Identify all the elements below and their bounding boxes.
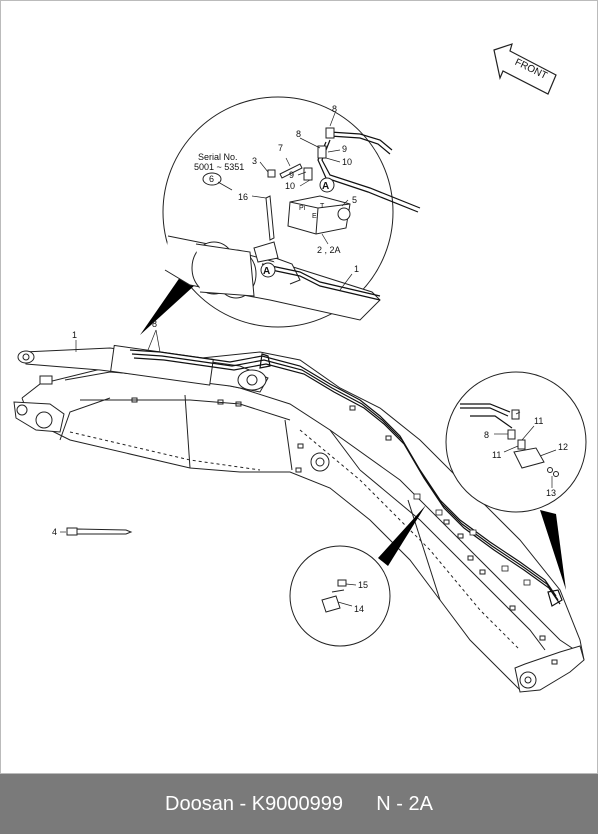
serial-marker: 6	[209, 174, 214, 184]
callout-13: 13	[546, 488, 556, 498]
footer-gap	[343, 793, 376, 816]
callout-1-boom: 1	[72, 330, 77, 340]
port-t-label: T	[320, 203, 325, 210]
cable-tie-part: 4	[52, 527, 133, 537]
callout-11-b: 11	[492, 450, 501, 460]
callout-14: 14	[354, 604, 364, 614]
hydraulic-lines	[129, 349, 563, 607]
footer-separator: -	[233, 792, 252, 815]
callout-2-2a: 2 , 2A	[317, 245, 341, 255]
parts-diagram: FRONT	[13, 43, 587, 693]
boom-bolts	[413, 493, 531, 586]
footer-part-number: K9000999	[251, 792, 343, 815]
callout-10-b: 10	[285, 181, 295, 191]
callout-5: 5	[352, 195, 357, 205]
port-pi-label: Pi	[299, 205, 306, 212]
callout-8-mid: 8	[296, 129, 301, 139]
port-e-label: E	[312, 213, 317, 220]
callout-8-right: 8	[484, 430, 489, 440]
ref-a-clamp: A	[263, 266, 270, 277]
callout-7: 7	[278, 143, 283, 153]
callout-10-a: 10	[342, 157, 352, 167]
footer-page: N - 2A	[376, 792, 433, 815]
detail-circle-clamp: 15 14	[289, 505, 426, 647]
callout-4: 4	[52, 527, 57, 537]
footer-brand: Doosan	[165, 792, 234, 815]
callout-11-a: 11	[534, 416, 543, 426]
ref-a-valve: A	[322, 181, 329, 192]
callout-3: 3	[252, 156, 257, 166]
callout-1-detail: 1	[354, 264, 359, 274]
front-arrow-icon: FRONT	[493, 43, 557, 95]
detail-circle-valve: A A Pi T E Serial No. 5001 ~ 5351 6 8 8 …	[140, 96, 421, 335]
boom-cylinder	[17, 344, 269, 393]
boom-callouts: 1 8	[72, 319, 161, 353]
callout-9-b: 9	[289, 170, 294, 180]
callout-16: 16	[238, 192, 248, 202]
callout-8-top: 8	[332, 104, 337, 114]
callout-12: 12	[558, 442, 568, 452]
serial-range: 5001 ~ 5351	[194, 162, 244, 172]
callout-15: 15	[358, 580, 368, 590]
serial-heading: Serial No.	[198, 152, 238, 162]
callout-8-boom: 8	[152, 319, 157, 329]
callout-9-a: 9	[342, 144, 347, 154]
footer-bar: Doosan - K9000999 N - 2A	[0, 774, 598, 834]
detail-circle-fittings: 8 11 11 12 13	[445, 371, 587, 590]
